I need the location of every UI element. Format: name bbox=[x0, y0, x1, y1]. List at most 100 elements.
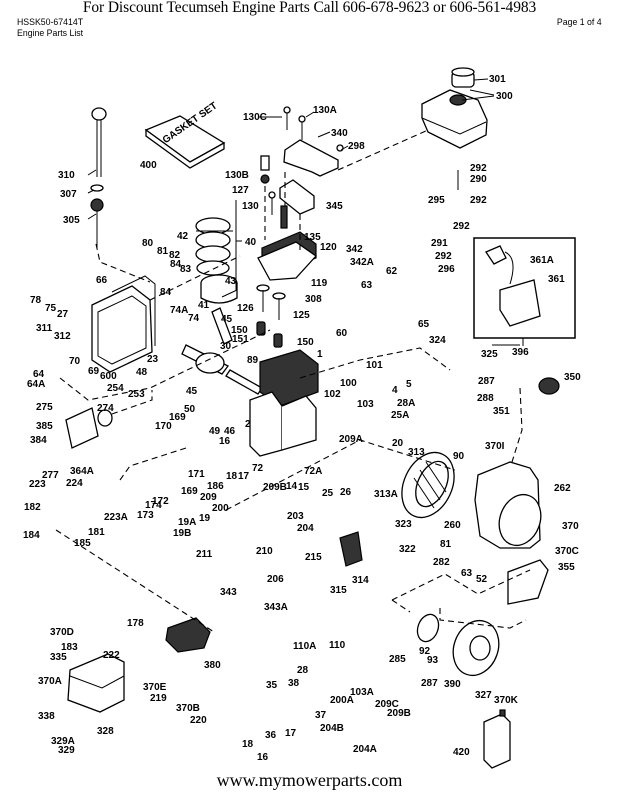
label-220[interactable]: 220 bbox=[190, 715, 207, 726]
label-223[interactable]: 223 bbox=[29, 479, 46, 490]
label-400[interactable]: 400 bbox=[140, 160, 157, 171]
label-126[interactable]: 126 bbox=[237, 303, 254, 314]
label-222[interactable]: 222 bbox=[103, 650, 120, 661]
label-292-d[interactable]: 292 bbox=[435, 251, 452, 262]
label-314[interactable]: 314 bbox=[352, 575, 369, 586]
label-342a[interactable]: 342A bbox=[350, 257, 374, 268]
label-335[interactable]: 335 bbox=[50, 652, 67, 663]
label-301[interactable]: 301 bbox=[489, 74, 506, 85]
label-223a[interactable]: 223A bbox=[104, 512, 128, 523]
label-323[interactable]: 323 bbox=[395, 519, 412, 530]
label-150-a[interactable]: 150 bbox=[231, 325, 248, 336]
label-20[interactable]: 20 bbox=[392, 438, 404, 449]
label-4[interactable]: 4 bbox=[392, 385, 398, 396]
label-69[interactable]: 69 bbox=[88, 366, 100, 377]
label-361a[interactable]: 361A bbox=[530, 255, 554, 266]
label-49[interactable]: 49 bbox=[209, 426, 221, 437]
label-350[interactable]: 350 bbox=[564, 372, 581, 383]
label-291[interactable]: 291 bbox=[431, 238, 448, 249]
label-186[interactable]: 186 bbox=[207, 481, 224, 492]
label-209c[interactable]: 209C bbox=[375, 699, 399, 710]
label-43[interactable]: 43 bbox=[225, 276, 237, 287]
label-370[interactable]: 370 bbox=[562, 521, 579, 532]
label-23[interactable]: 23 bbox=[147, 354, 159, 365]
label-169-b[interactable]: 169 bbox=[181, 486, 198, 497]
label-42[interactable]: 42 bbox=[177, 231, 189, 242]
label-209a[interactable]: 209A bbox=[339, 434, 363, 445]
label-36[interactable]: 36 bbox=[265, 730, 277, 741]
label-102[interactable]: 102 bbox=[324, 389, 341, 400]
label-92[interactable]: 92 bbox=[419, 646, 431, 657]
label-81[interactable]: 81 bbox=[157, 246, 169, 257]
label-384[interactable]: 384 bbox=[30, 435, 47, 446]
label-130a[interactable]: 130A bbox=[313, 105, 337, 116]
label-64[interactable]: 64 bbox=[33, 369, 45, 380]
label-305[interactable]: 305 bbox=[63, 215, 80, 226]
label-16-a[interactable]: 16 bbox=[219, 436, 231, 447]
website-url[interactable]: www.mymowerparts.com bbox=[216, 770, 403, 790]
label-296[interactable]: 296 bbox=[438, 264, 455, 275]
label-74[interactable]: 74 bbox=[188, 313, 200, 324]
label-45-b[interactable]: 45 bbox=[186, 386, 198, 397]
label-110a[interactable]: 110A bbox=[293, 641, 316, 652]
label-206[interactable]: 206 bbox=[267, 574, 284, 585]
label-119[interactable]: 119 bbox=[311, 278, 328, 289]
label-83[interactable]: 83 bbox=[180, 264, 192, 275]
label-130[interactable]: 130 bbox=[242, 201, 259, 212]
label-45-a[interactable]: 45 bbox=[221, 314, 233, 325]
label-170[interactable]: 170 bbox=[155, 421, 172, 432]
label-48[interactable]: 48 bbox=[136, 367, 148, 378]
label-370b[interactable]: 370B bbox=[176, 703, 200, 714]
label-325[interactable]: 325 bbox=[481, 349, 498, 360]
label-14[interactable]: 14 bbox=[286, 481, 298, 492]
label-361[interactable]: 361 bbox=[548, 274, 565, 285]
label-370i[interactable]: 370I bbox=[485, 441, 505, 452]
label-62[interactable]: 62 bbox=[386, 266, 398, 277]
label-340[interactable]: 340 bbox=[331, 128, 348, 139]
label-329[interactable]: 329 bbox=[58, 745, 75, 756]
label-307[interactable]: 307 bbox=[60, 189, 77, 200]
label-125[interactable]: 125 bbox=[293, 310, 310, 321]
label-50[interactable]: 50 bbox=[184, 404, 196, 415]
label-262[interactable]: 262 bbox=[554, 483, 571, 494]
label-310[interactable]: 310 bbox=[58, 170, 75, 181]
label-25[interactable]: 25 bbox=[322, 488, 334, 499]
label-151[interactable]: 151 bbox=[232, 334, 249, 345]
label-204a[interactable]: 204A bbox=[353, 744, 377, 755]
label-210[interactable]: 210 bbox=[256, 546, 273, 557]
label-200a[interactable]: 200A bbox=[330, 695, 354, 706]
label-184[interactable]: 184 bbox=[23, 530, 40, 541]
label-17-b[interactable]: 17 bbox=[285, 728, 297, 739]
label-260[interactable]: 260 bbox=[444, 520, 461, 531]
label-89[interactable]: 89 bbox=[247, 355, 259, 366]
label-370e[interactable]: 370E bbox=[143, 682, 167, 693]
label-355[interactable]: 355 bbox=[558, 562, 575, 573]
label-204[interactable]: 204 bbox=[297, 523, 314, 534]
label-224[interactable]: 224 bbox=[66, 478, 83, 489]
label-173[interactable]: 173 bbox=[137, 510, 154, 521]
label-311[interactable]: 311 bbox=[36, 323, 53, 334]
label-150-b[interactable]: 150 bbox=[297, 337, 314, 348]
label-215[interactable]: 215 bbox=[305, 552, 322, 563]
label-370k[interactable]: 370K bbox=[494, 695, 519, 706]
label-46[interactable]: 46 bbox=[224, 426, 236, 437]
label-70[interactable]: 70 bbox=[69, 356, 81, 367]
label-343a[interactable]: 343A bbox=[264, 602, 288, 613]
label-5[interactable]: 5 bbox=[406, 379, 412, 390]
label-103[interactable]: 103 bbox=[357, 399, 374, 410]
label-327[interactable]: 327 bbox=[475, 690, 492, 701]
label-313[interactable]: 313 bbox=[408, 447, 425, 458]
label-64a[interactable]: 64A bbox=[27, 379, 45, 390]
label-254[interactable]: 254 bbox=[107, 383, 124, 394]
label-292-c[interactable]: 292 bbox=[453, 221, 470, 232]
label-219[interactable]: 219 bbox=[150, 693, 167, 704]
label-174[interactable]: 174 bbox=[145, 500, 162, 511]
label-209b-b[interactable]: 209B bbox=[387, 708, 411, 719]
label-178[interactable]: 178 bbox=[127, 618, 144, 629]
label-40[interactable]: 40 bbox=[245, 237, 257, 248]
label-93[interactable]: 93 bbox=[427, 655, 439, 666]
label-370c[interactable]: 370C bbox=[555, 546, 579, 557]
label-84-b[interactable]: 84 bbox=[160, 287, 172, 298]
label-63-b[interactable]: 63 bbox=[461, 568, 473, 579]
label-63[interactable]: 63 bbox=[361, 280, 373, 291]
